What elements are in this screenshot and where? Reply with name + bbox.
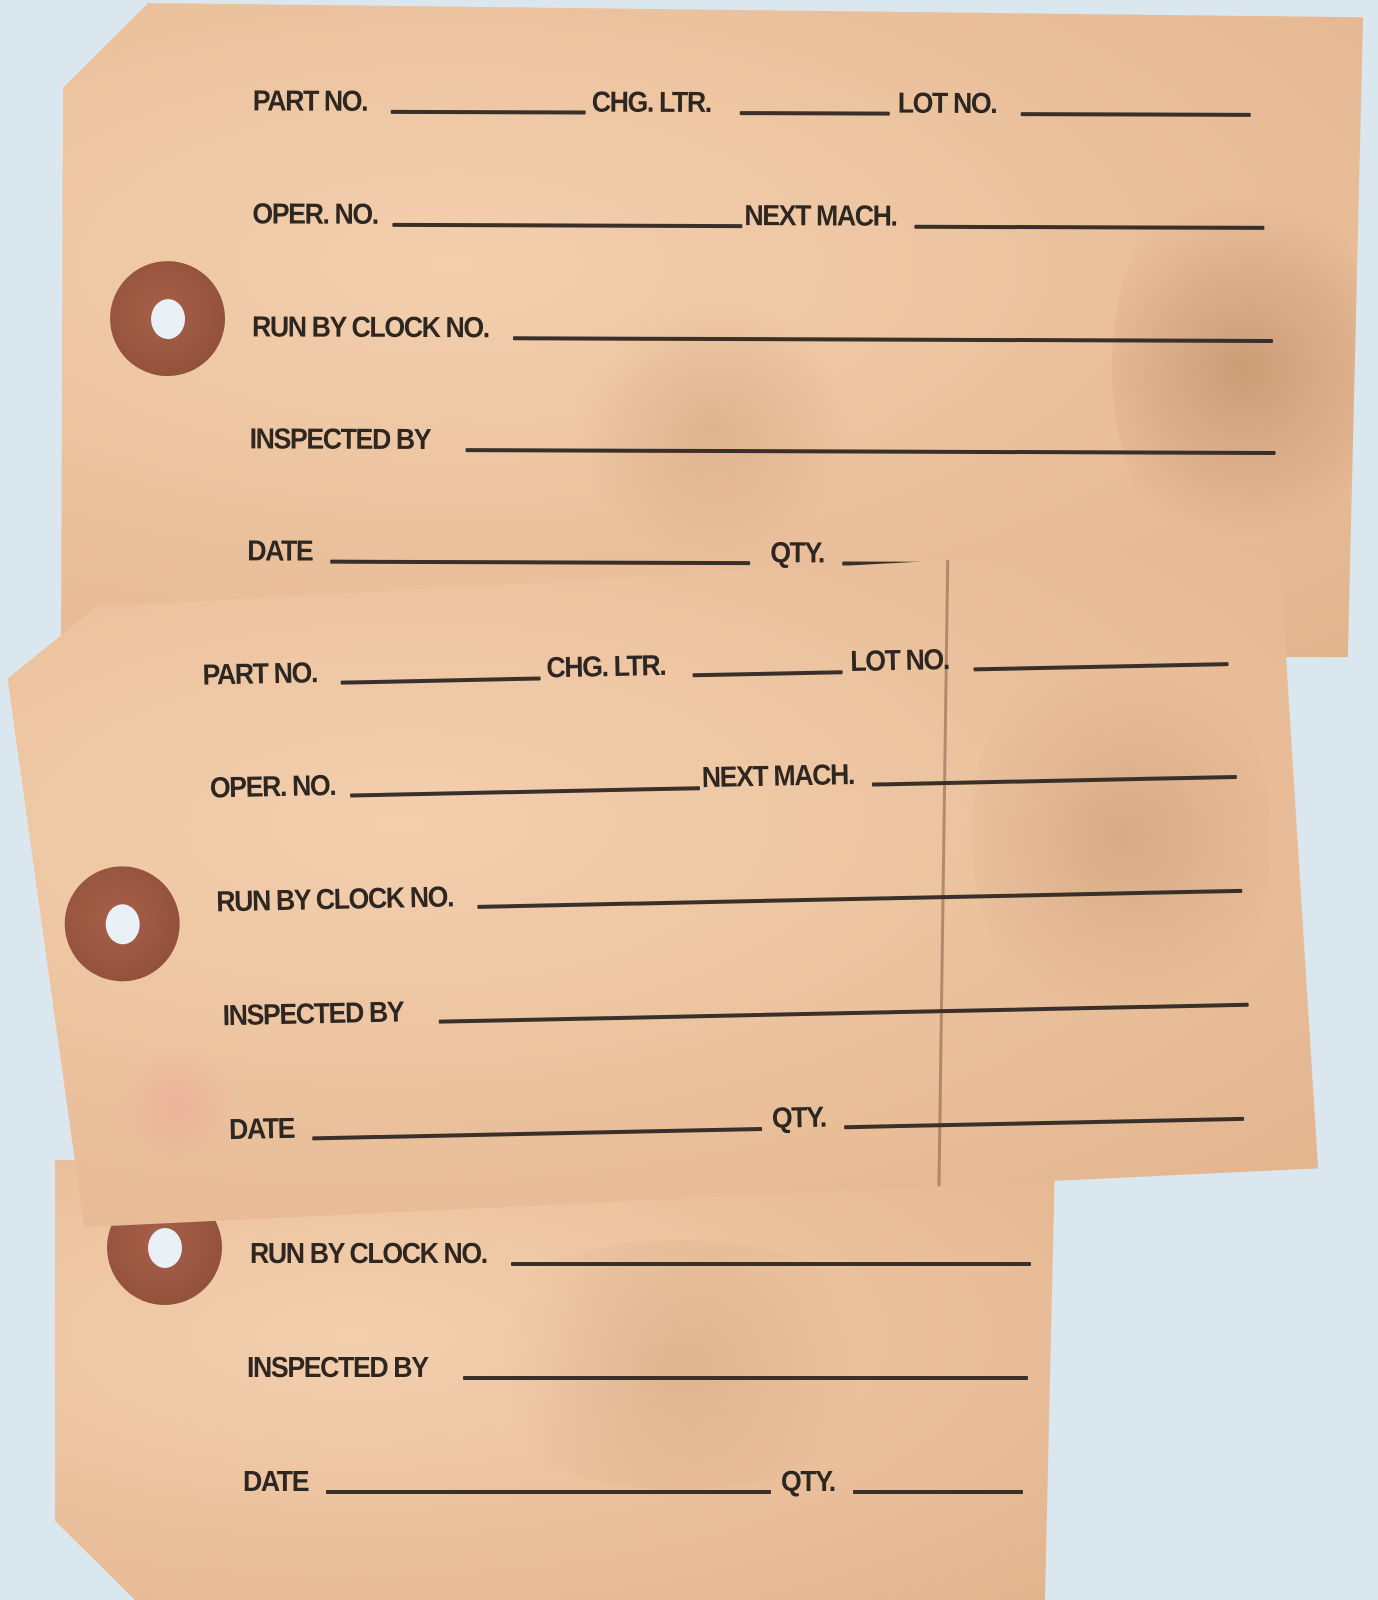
inspected-by-label: INSPECTED BY (249, 423, 431, 457)
lot-no-label: LOT NO. (897, 87, 997, 120)
oper-no-label: OPER. NO. (252, 198, 378, 231)
qty-field[interactable] (853, 1490, 1024, 1494)
hole (150, 299, 184, 339)
row-date: DATE QTY. (243, 1466, 1024, 1499)
row-date: DATE QTY. (229, 1093, 1245, 1147)
date-label: DATE (243, 1466, 310, 1498)
next-mach-label: NEXT MACH. (701, 758, 855, 795)
run-by-label: RUN BY CLOCK NO. (251, 311, 489, 345)
part-no-field[interactable] (341, 676, 541, 684)
date-label: DATE (247, 535, 313, 568)
date-field[interactable] (325, 1490, 771, 1494)
row-part: PART NO. CHG. LTR. LOT NO. (202, 638, 1228, 692)
oper-no-field[interactable] (393, 223, 743, 228)
date-label: DATE (228, 1112, 295, 1147)
part-no-label: PART NO. (252, 85, 368, 118)
inspected-by-field[interactable] (466, 448, 1276, 455)
inspected-by-field[interactable] (463, 1376, 1029, 1380)
chg-ltr-label: CHG. LTR. (546, 649, 667, 685)
run-by-label: RUN BY CLOCK NO. (215, 881, 454, 919)
lot-no-label: LOT NO. (849, 643, 949, 679)
run-by-field[interactable] (478, 889, 1243, 909)
tag-middle: PART NO. CHG. LTR. LOT NO. OPER. NO. NEX… (5, 541, 1319, 1228)
oper-no-field[interactable] (350, 786, 700, 797)
date-field[interactable] (312, 1127, 762, 1140)
row-part: PART NO. CHG. LTR. LOT NO. (253, 85, 1251, 121)
tag-bottom: RUN BY CLOCK NO. INSPECTED BY DATE QTY. (55, 1160, 1055, 1600)
qty-label: QTY. (780, 1466, 836, 1498)
next-mach-label: NEXT MACH. (744, 200, 898, 233)
row-inspected: INSPECTED BY (247, 1352, 1029, 1385)
grommet-icon (110, 261, 225, 376)
chg-ltr-label: CHG. LTR. (592, 86, 712, 119)
row-runby: RUN BY CLOCK NO. (250, 1238, 1032, 1271)
hole (147, 1227, 182, 1268)
qty-label: QTY. (771, 1101, 826, 1135)
part-no-field[interactable] (391, 110, 586, 115)
chg-ltr-field[interactable] (692, 670, 842, 677)
row-oper: OPER. NO. NEXT MACH. (210, 751, 1237, 805)
row-inspected: INSPECTED BY (222, 979, 1249, 1033)
row-inspected: INSPECTED BY (250, 423, 1276, 460)
oper-no-label: OPER. NO. (209, 769, 336, 805)
row-runby: RUN BY CLOCK NO. (216, 865, 1243, 919)
row-runby: RUN BY CLOCK NO. (252, 311, 1274, 348)
qty-label: QTY. (769, 537, 824, 570)
run-by-label: RUN BY CLOCK NO. (250, 1238, 488, 1270)
next-mach-field[interactable] (872, 775, 1237, 787)
row-oper: OPER. NO. NEXT MACH. (252, 198, 1264, 235)
pink-stain (115, 1044, 237, 1166)
part-no-label: PART NO. (202, 657, 318, 692)
inspected-by-field[interactable] (439, 1003, 1249, 1024)
run-by-field[interactable] (513, 336, 1273, 343)
hole (105, 903, 140, 944)
run-by-field[interactable] (511, 1262, 1032, 1266)
date-field[interactable] (330, 560, 750, 565)
inspected-by-label: INSPECTED BY (222, 996, 404, 1033)
grommet-icon (64, 865, 181, 982)
qty-field[interactable] (844, 1117, 1244, 1129)
lot-no-field[interactable] (973, 662, 1228, 671)
inspected-by-label: INSPECTED BY (247, 1352, 429, 1384)
chg-ltr-field[interactable] (740, 111, 890, 116)
next-mach-field[interactable] (914, 225, 1264, 230)
lot-no-field[interactable] (1021, 112, 1251, 117)
